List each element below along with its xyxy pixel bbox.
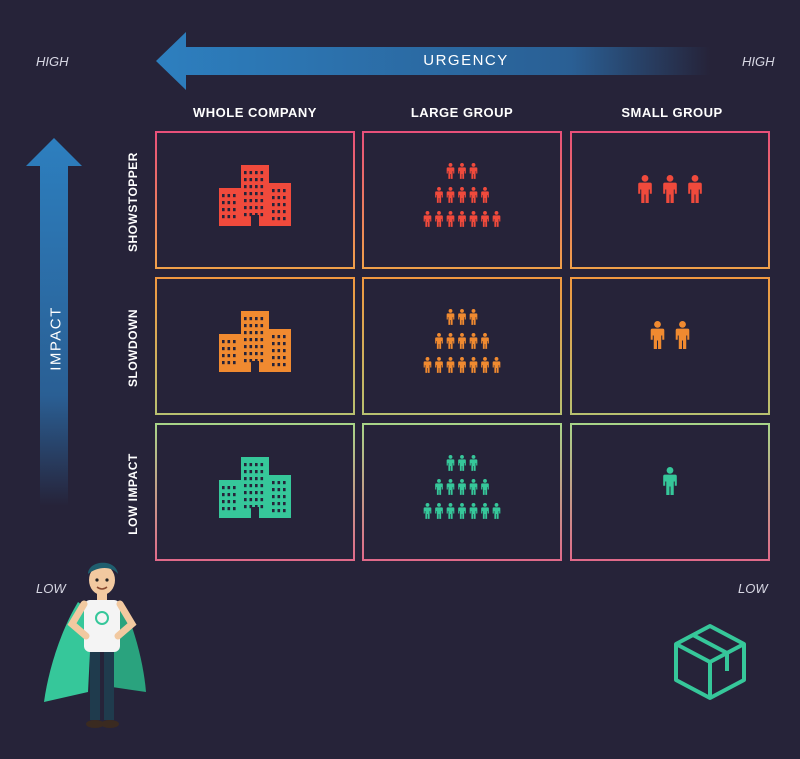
urgency-low-label: LOW — [738, 581, 768, 596]
cell-low-impact-whole-company — [155, 423, 355, 561]
urgency-axis-title: URGENCY — [423, 52, 509, 69]
impact-arrow — [26, 138, 82, 506]
cell-slowdown-whole-company — [155, 277, 355, 415]
row-header-low-impact: LOW IMPACT — [126, 453, 140, 535]
building-icon — [219, 457, 291, 518]
cell-slowdown-large-group — [362, 277, 562, 415]
person-icon — [638, 175, 702, 204]
cube-logo-icon — [674, 624, 746, 700]
crowd-pyramid-icon — [423, 309, 501, 373]
cell-low-impact-large-group — [362, 423, 562, 561]
cell-low-impact-small-group — [570, 423, 770, 561]
column-header-large-group: LARGE GROUP — [410, 105, 514, 120]
superhero-mascot — [44, 562, 146, 728]
crowd-pyramid-icon — [423, 163, 501, 227]
crowd-pyramid-icon — [423, 455, 501, 519]
building-icon — [219, 311, 291, 372]
impact-axis-title: IMPACT — [47, 306, 65, 371]
row-header-showstopper: SHOWSTOPPER — [126, 152, 140, 252]
cell-slowdown-small-group — [570, 277, 770, 415]
urgency-arrow — [156, 32, 710, 90]
cell-showstopper-whole-company — [155, 131, 355, 269]
person-icon — [650, 321, 690, 350]
urgency-high-label: HIGH — [36, 54, 69, 69]
column-header-whole-company: WHOLE COMPANY — [193, 105, 317, 120]
cell-showstopper-large-group — [362, 131, 562, 269]
impact-high-label: HIGH — [742, 54, 775, 69]
person-icon — [663, 467, 677, 496]
cell-showstopper-small-group — [570, 131, 770, 269]
column-header-small-group: SMALL GROUP — [621, 105, 723, 120]
building-icon — [219, 165, 291, 226]
impact-low-label: LOW — [36, 581, 66, 596]
row-header-slowdown: SLOWDOWN — [126, 309, 140, 387]
